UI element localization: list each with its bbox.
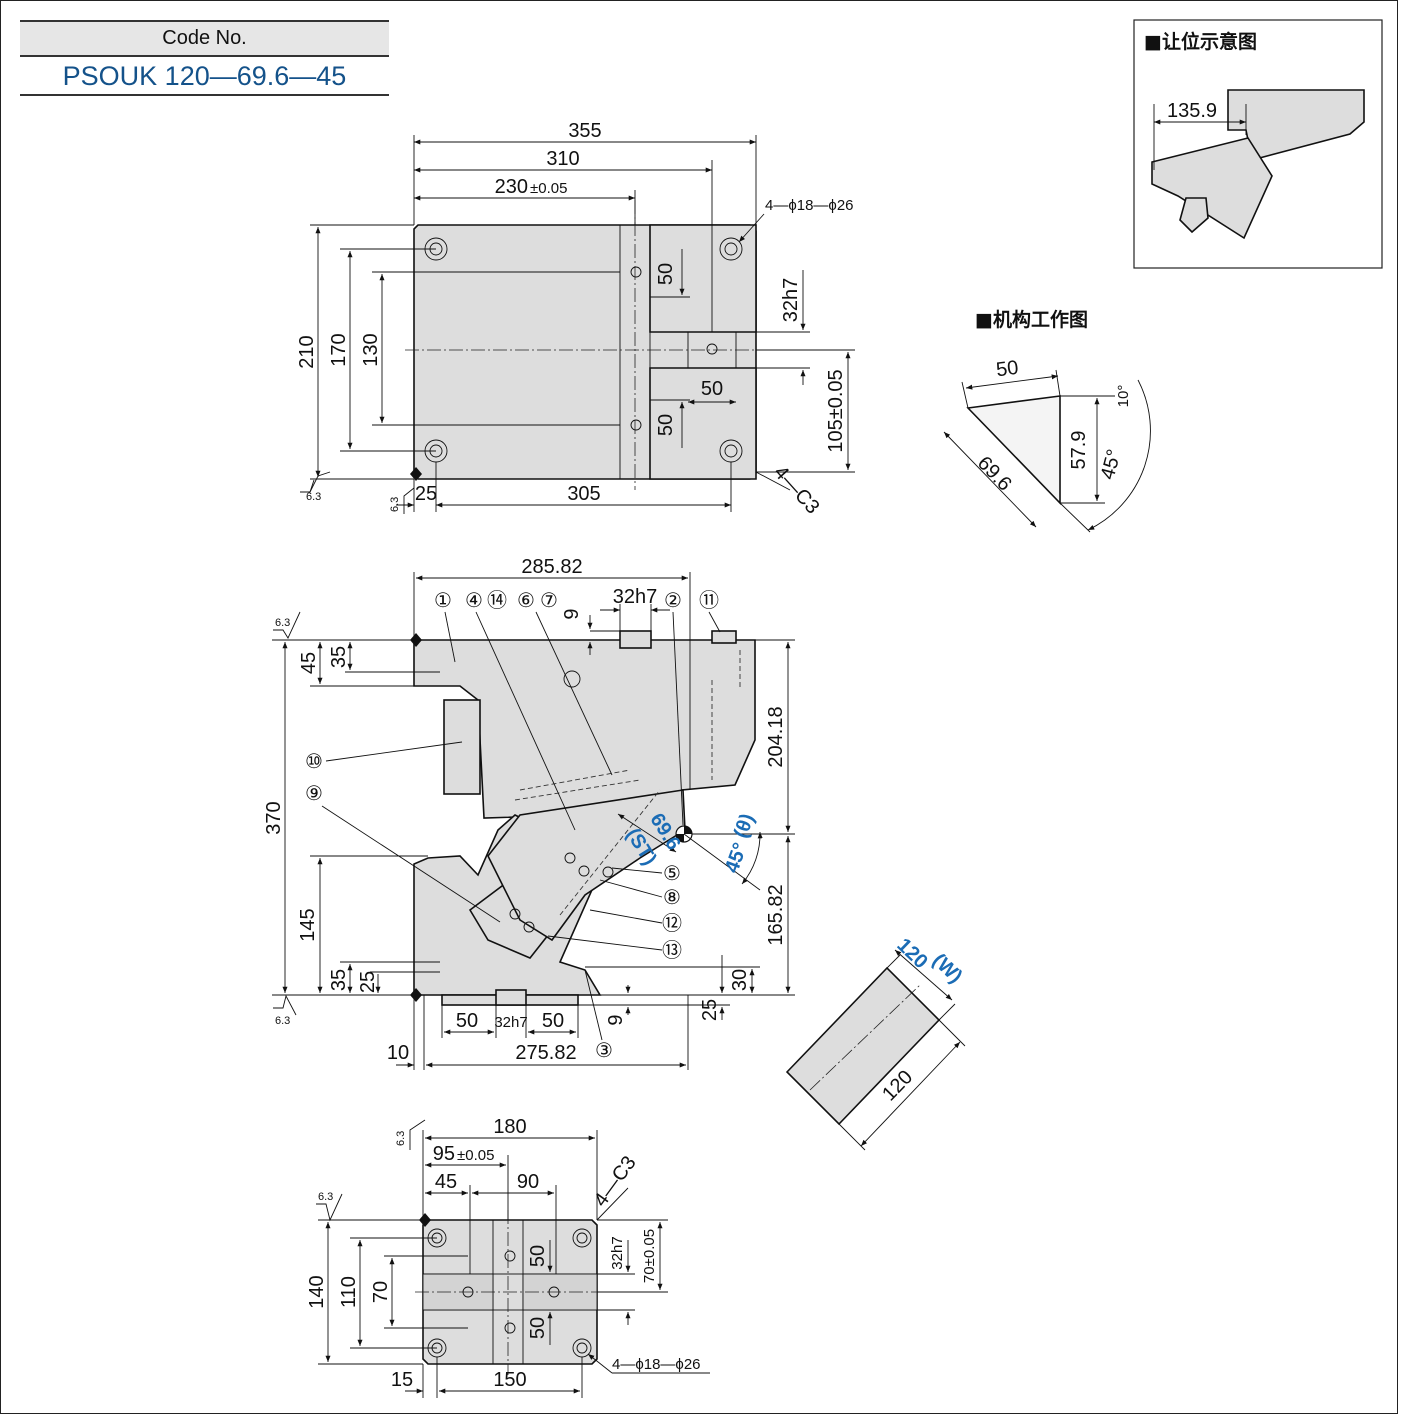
bottom-dim-90: 90 <box>517 1171 539 1193</box>
top-dim-50b: 50 <box>655 414 677 436</box>
front-dim-25: 25 <box>357 971 379 993</box>
front-dim-9: 9 <box>561 608 583 619</box>
front-roughness-1: 6.3 <box>275 617 290 629</box>
front-dim-285: 285.82 <box>521 556 582 578</box>
front-dim-45: 45 <box>298 652 320 674</box>
top-dim-355: 355 <box>568 120 601 142</box>
bottom-dim-95: 95 <box>433 1143 455 1165</box>
front-dim-30: 30 <box>729 969 751 991</box>
top-dim-210: 210 <box>296 335 318 368</box>
top-chamfer: 4—C3 <box>769 462 823 519</box>
front-dim-50a: 50 <box>456 1010 478 1032</box>
top-dim-230-tol: ±0.05 <box>530 180 567 197</box>
code-label: Code No. <box>20 20 389 57</box>
mech-dim-small-angle: 10° <box>1115 385 1132 408</box>
mech-dim-diag: 69.6 <box>973 452 1016 495</box>
width-view: 120 (W) 120 <box>785 934 966 1151</box>
balloon-5: ⑤ <box>663 863 681 885</box>
front-dim-35b: 35 <box>328 969 350 991</box>
balloon-14: ⑭ <box>487 589 507 612</box>
clearance-dim: 135.9 <box>1167 100 1217 122</box>
top-dim-50a: 50 <box>655 263 677 285</box>
top-roughness-1: 6.3 <box>306 491 321 503</box>
top-dim-105: 105±0.05 <box>825 369 847 452</box>
bottom-dim-70: 70 <box>370 1281 392 1303</box>
mech-dim-angle: 45° <box>1097 447 1126 482</box>
bottom-roughness-2: 6.3 <box>395 1131 407 1146</box>
balloon-2: ② <box>664 590 682 612</box>
balloon-9: ⑨ <box>305 783 323 805</box>
balloon-3: ③ <box>595 1040 613 1062</box>
front-dim-32h7b: 32h7 <box>494 1014 527 1031</box>
top-dim-170: 170 <box>328 333 350 366</box>
top-dim-32h7: 32h7 <box>780 278 802 323</box>
balloon-1: ① <box>434 590 452 612</box>
front-angle-tag: (θ) <box>730 811 759 841</box>
balloon-7: ⑦ <box>540 590 558 612</box>
bottom-roughness-1: 6.3 <box>318 1191 333 1203</box>
bottom-dim-50b: 50 <box>527 1317 549 1339</box>
front-dim-32h7: 32h7 <box>613 586 658 608</box>
front-dim-275: 275.82 <box>515 1042 576 1064</box>
top-dim-130: 130 <box>360 333 382 366</box>
mechanism-diagram: ■机构工作图 50 69.6 57.9 45° 10° <box>943 308 1151 533</box>
mechanism-title: ■机构工作图 <box>975 308 1088 331</box>
front-dim-9b: 9 <box>605 1014 627 1025</box>
top-dim-230: 230 <box>495 176 528 198</box>
width-tag: (W) <box>928 950 966 988</box>
top-hole-spec: 4—ϕ18—ϕ26 <box>765 197 854 214</box>
top-dim-25: 25 <box>415 483 437 505</box>
bottom-dim-45: 45 <box>435 1171 457 1193</box>
mech-dim-vert: 57.9 <box>1068 431 1090 470</box>
top-dim-310: 310 <box>546 148 579 170</box>
mech-dim-top: 50 <box>995 357 1020 382</box>
balloon-4: ④ <box>465 590 483 612</box>
front-dim-25b: 25 <box>699 999 721 1021</box>
balloon-12: ⑫ <box>662 912 682 935</box>
balloon-11: ⑪ <box>699 589 719 612</box>
clearance-title: ■让位示意图 <box>1144 30 1257 53</box>
balloon-8: ⑧ <box>663 887 681 909</box>
front-dim-370: 370 <box>263 801 285 834</box>
bottom-dim-95-tol: ±0.05 <box>457 1147 494 1164</box>
front-dim-165: 165.82 <box>765 884 787 945</box>
top-view: 355 310 230 ±0.05 4—ϕ18—ϕ26 210 170 130 … <box>296 120 855 518</box>
front-view: 285.82 32h7 9 ① ④ ⑭ ⑥ ⑦ ② ⑪ 370 <box>263 556 795 1070</box>
bottom-dim-180: 180 <box>493 1116 526 1138</box>
front-dim-204: 204.18 <box>765 706 787 767</box>
bottom-dim-15: 15 <box>391 1369 413 1391</box>
front-dim-10: 10 <box>387 1042 409 1064</box>
balloon-10: ⑩ <box>305 751 323 773</box>
clearance-diagram: ■让位示意图 135.9 <box>1133 19 1383 269</box>
top-dim-50c: 50 <box>701 378 723 400</box>
bottom-view: 180 95 ±0.05 45 90 4—C3 140 110 70 50 50 <box>306 1116 710 1398</box>
code-value: PSOUK 120—69.6—45 <box>20 57 389 96</box>
balloon-6: ⑥ <box>517 590 535 612</box>
top-dim-305: 305 <box>567 483 600 505</box>
bottom-dim-110: 110 <box>338 1276 360 1308</box>
width-label: 120 <box>893 934 932 973</box>
bottom-dim-150: 150 <box>493 1369 526 1391</box>
top-roughness-2: 6.3 <box>389 497 401 512</box>
front-dim-35: 35 <box>328 646 350 668</box>
bottom-dim-140: 140 <box>306 1275 328 1308</box>
front-dim-145: 145 <box>297 908 319 941</box>
front-roughness-2: 6.3 <box>275 1015 290 1027</box>
bottom-dim-70tol: 70±0.05 <box>641 1229 658 1283</box>
bottom-dim-50a: 50 <box>527 1245 549 1267</box>
balloon-13: ⑬ <box>662 939 682 962</box>
balloons-top: ① ④ ⑭ ⑥ ⑦ ② ⑪ <box>434 589 719 612</box>
bottom-hole-spec: 4—ϕ18—ϕ26 <box>612 1356 701 1373</box>
bottom-dim-32h7: 32h7 <box>609 1236 626 1269</box>
front-dim-50b: 50 <box>542 1010 564 1032</box>
front-angle: 45° <box>721 840 752 876</box>
